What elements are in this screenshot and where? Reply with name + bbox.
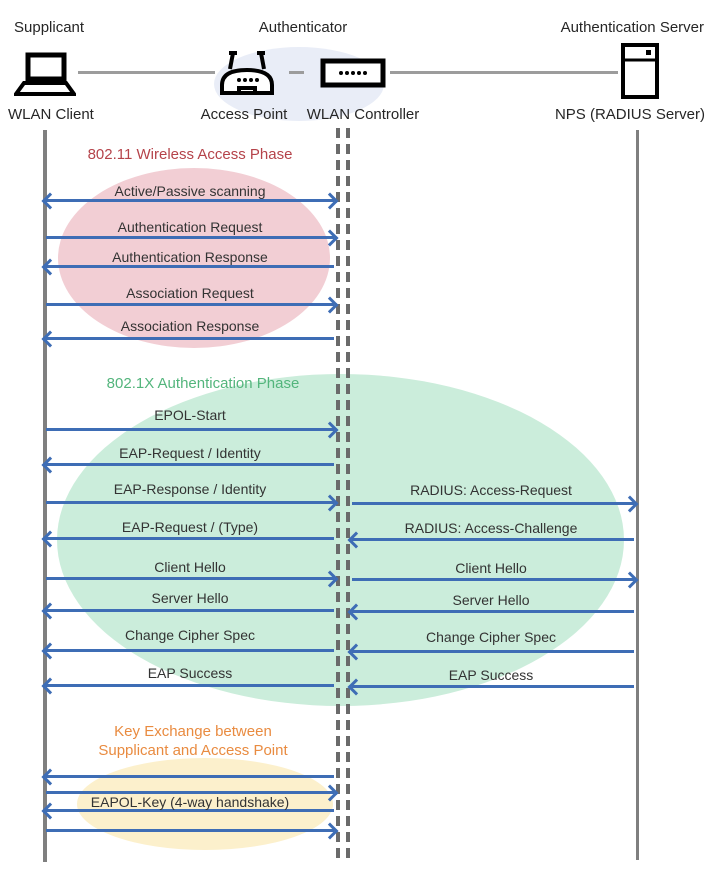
message-label: RADIUS: Access-Request: [410, 482, 572, 498]
phase3-title: Key Exchange between Supplicant and Acce…: [98, 722, 287, 760]
phase2-title: 802.1X Authentication Phase: [106, 375, 300, 392]
message-label: Change Cipher Spec: [125, 627, 255, 643]
message-arrow: [352, 495, 639, 513]
device-wlan-controller: WLAN Controller: [306, 106, 420, 123]
message-label: Client Hello: [154, 559, 226, 575]
message-arrow: [46, 570, 339, 588]
message-arrow: [46, 229, 339, 247]
lifeline-access-point-dashed: [336, 128, 340, 860]
access-point-icon: [216, 49, 278, 102]
message-label: EAP Success: [448, 667, 534, 683]
message-arrow: [41, 330, 334, 348]
message-arrow: [46, 822, 339, 840]
connector-client-ap: [78, 71, 215, 74]
message-label: Association Response: [120, 318, 260, 334]
message-arrow: [41, 677, 334, 695]
message-label: Authentication Request: [117, 219, 263, 235]
role-supplicant: Supplicant: [14, 19, 85, 36]
message-label: EAPOL-Key (4-way handshake): [90, 794, 290, 810]
device-nps-radius-server: NPS (RADIUS Server): [554, 106, 705, 123]
message-label: RADIUS: Access-Challenge: [404, 520, 578, 536]
server-icon: [620, 43, 660, 105]
message-arrow: [46, 494, 339, 512]
message-arrow: [41, 768, 334, 786]
message-arrow: [41, 530, 334, 548]
device-access-point: Access Point: [200, 106, 288, 123]
message-arrow: [41, 258, 334, 276]
lifeline-wlan-client: [43, 130, 47, 862]
message-label: EAP-Request / Identity: [119, 445, 261, 461]
phase1-title: 802.11 Wireless Access Phase: [87, 146, 293, 163]
message-arrow: [46, 296, 339, 314]
connector-ap-controller: [289, 71, 304, 74]
connector-controller-server: [390, 71, 618, 74]
message-label: Association Request: [126, 285, 254, 301]
message-arrow: [347, 643, 634, 661]
message-label: Authentication Response: [112, 249, 268, 265]
lifeline-wlan-controller-dashed: [346, 128, 350, 860]
message-arrow: [41, 642, 334, 660]
wlan-controller-icon: [320, 58, 386, 93]
message-label: EAP-Request / (Type): [121, 519, 259, 535]
message-label: Server Hello: [151, 590, 229, 606]
message-arrow: [41, 192, 339, 210]
message-label: EPOL-Start: [154, 407, 226, 423]
phase3-title-line2: Supplicant and Access Point: [98, 742, 288, 759]
phase3-title-line1: Key Exchange between: [114, 723, 272, 740]
message-arrow: [352, 571, 639, 589]
phase3-bubble: [77, 758, 333, 850]
message-arrow: [347, 531, 634, 549]
phase1-bubble: [58, 168, 330, 348]
message-label: EAP Success: [147, 665, 233, 681]
message-label: EAP-Response / Identity: [113, 481, 267, 497]
message-arrow: [347, 603, 634, 621]
role-authentication-server: Authentication Server: [560, 19, 704, 36]
message-arrow: [347, 678, 634, 696]
message-arrow: [41, 456, 334, 474]
role-authenticator: Authenticator: [258, 19, 348, 36]
message-arrow: [46, 784, 339, 802]
message-label: Change Cipher Spec: [426, 629, 556, 645]
device-wlan-client: WLAN Client: [8, 106, 94, 123]
message-arrow: [41, 802, 334, 820]
lifeline-radius-server: [636, 130, 639, 860]
message-label: Active/Passive scanning: [114, 183, 266, 199]
message-label: Server Hello: [452, 592, 530, 608]
laptop-icon: [12, 52, 78, 103]
message-arrow: [46, 421, 339, 439]
message-arrow: [41, 602, 334, 620]
message-label: Client Hello: [455, 560, 527, 576]
